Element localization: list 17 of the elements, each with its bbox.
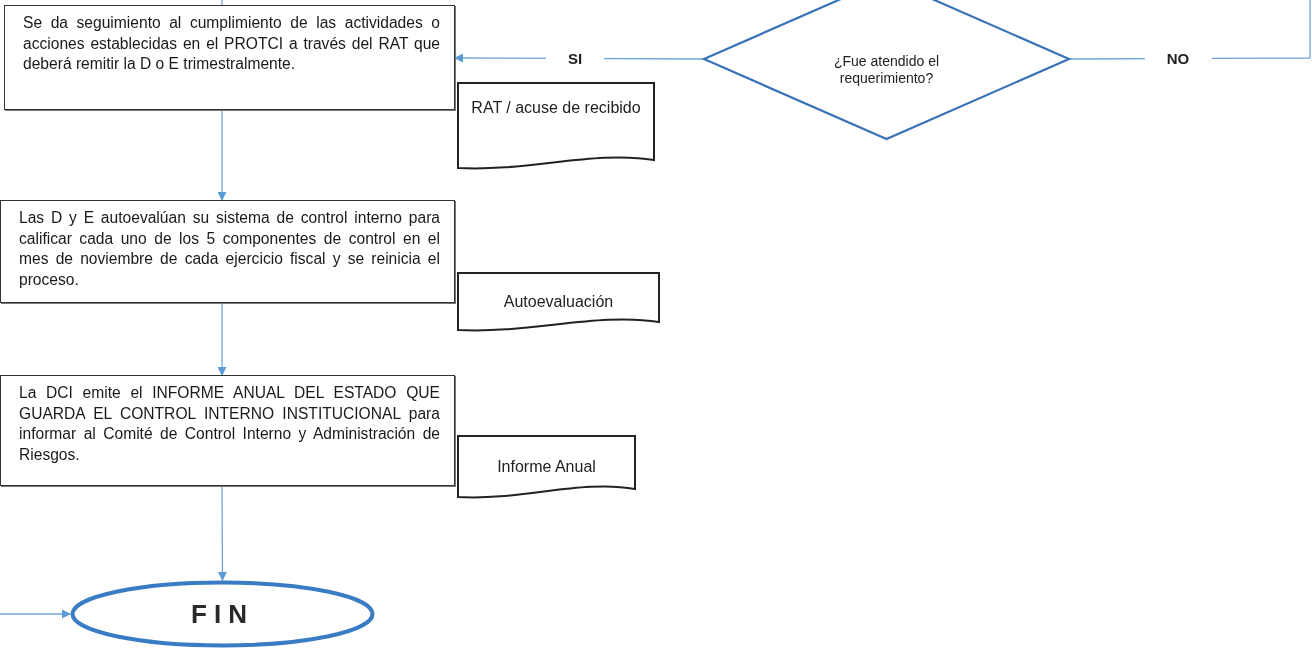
- process-text: La DCI emite el INFORME ANUAL DEL ESTADO QUE GUARDA EL CONTROL INTERNO INSTITUCIONAL para informar al Comité de Control Interno y Administración de Riesgos.: [19, 383, 440, 465]
- document-label: Informe Anual: [497, 457, 596, 477]
- terminal-text: FIN: [191, 598, 254, 630]
- process-text: Las D y E autoevalúan su sistema de control interno para calificar cada uno de los 5 componentes de control en el mes de noviembre de cada ejercicio fiscal y se reinicia el proceso.: [19, 208, 440, 290]
- arrow: [217, 485, 227, 581]
- terminal-ellipse: [70, 580, 375, 648]
- document-label: Autoevaluación: [503, 292, 614, 312]
- arrow: [217, 302, 227, 376]
- decision-diamond: [703, 0, 1070, 140]
- process-box: [0, 200, 455, 303]
- document-label: RAT / acuse de recibido: [471, 98, 641, 118]
- decision-text: ¿Fue atendido el requerimiento?: [832, 53, 941, 87]
- process-box: [4, 5, 455, 110]
- process-box: [0, 375, 455, 486]
- arrow: [217, 109, 227, 201]
- arrow: [0, 609, 71, 619]
- process-text: Se da seguimiento al cumplimiento de las actividades o acciones establecidas en el PROTCI a través del RAT que deberá remitir la D o E trimestralmente.: [23, 13, 440, 74]
